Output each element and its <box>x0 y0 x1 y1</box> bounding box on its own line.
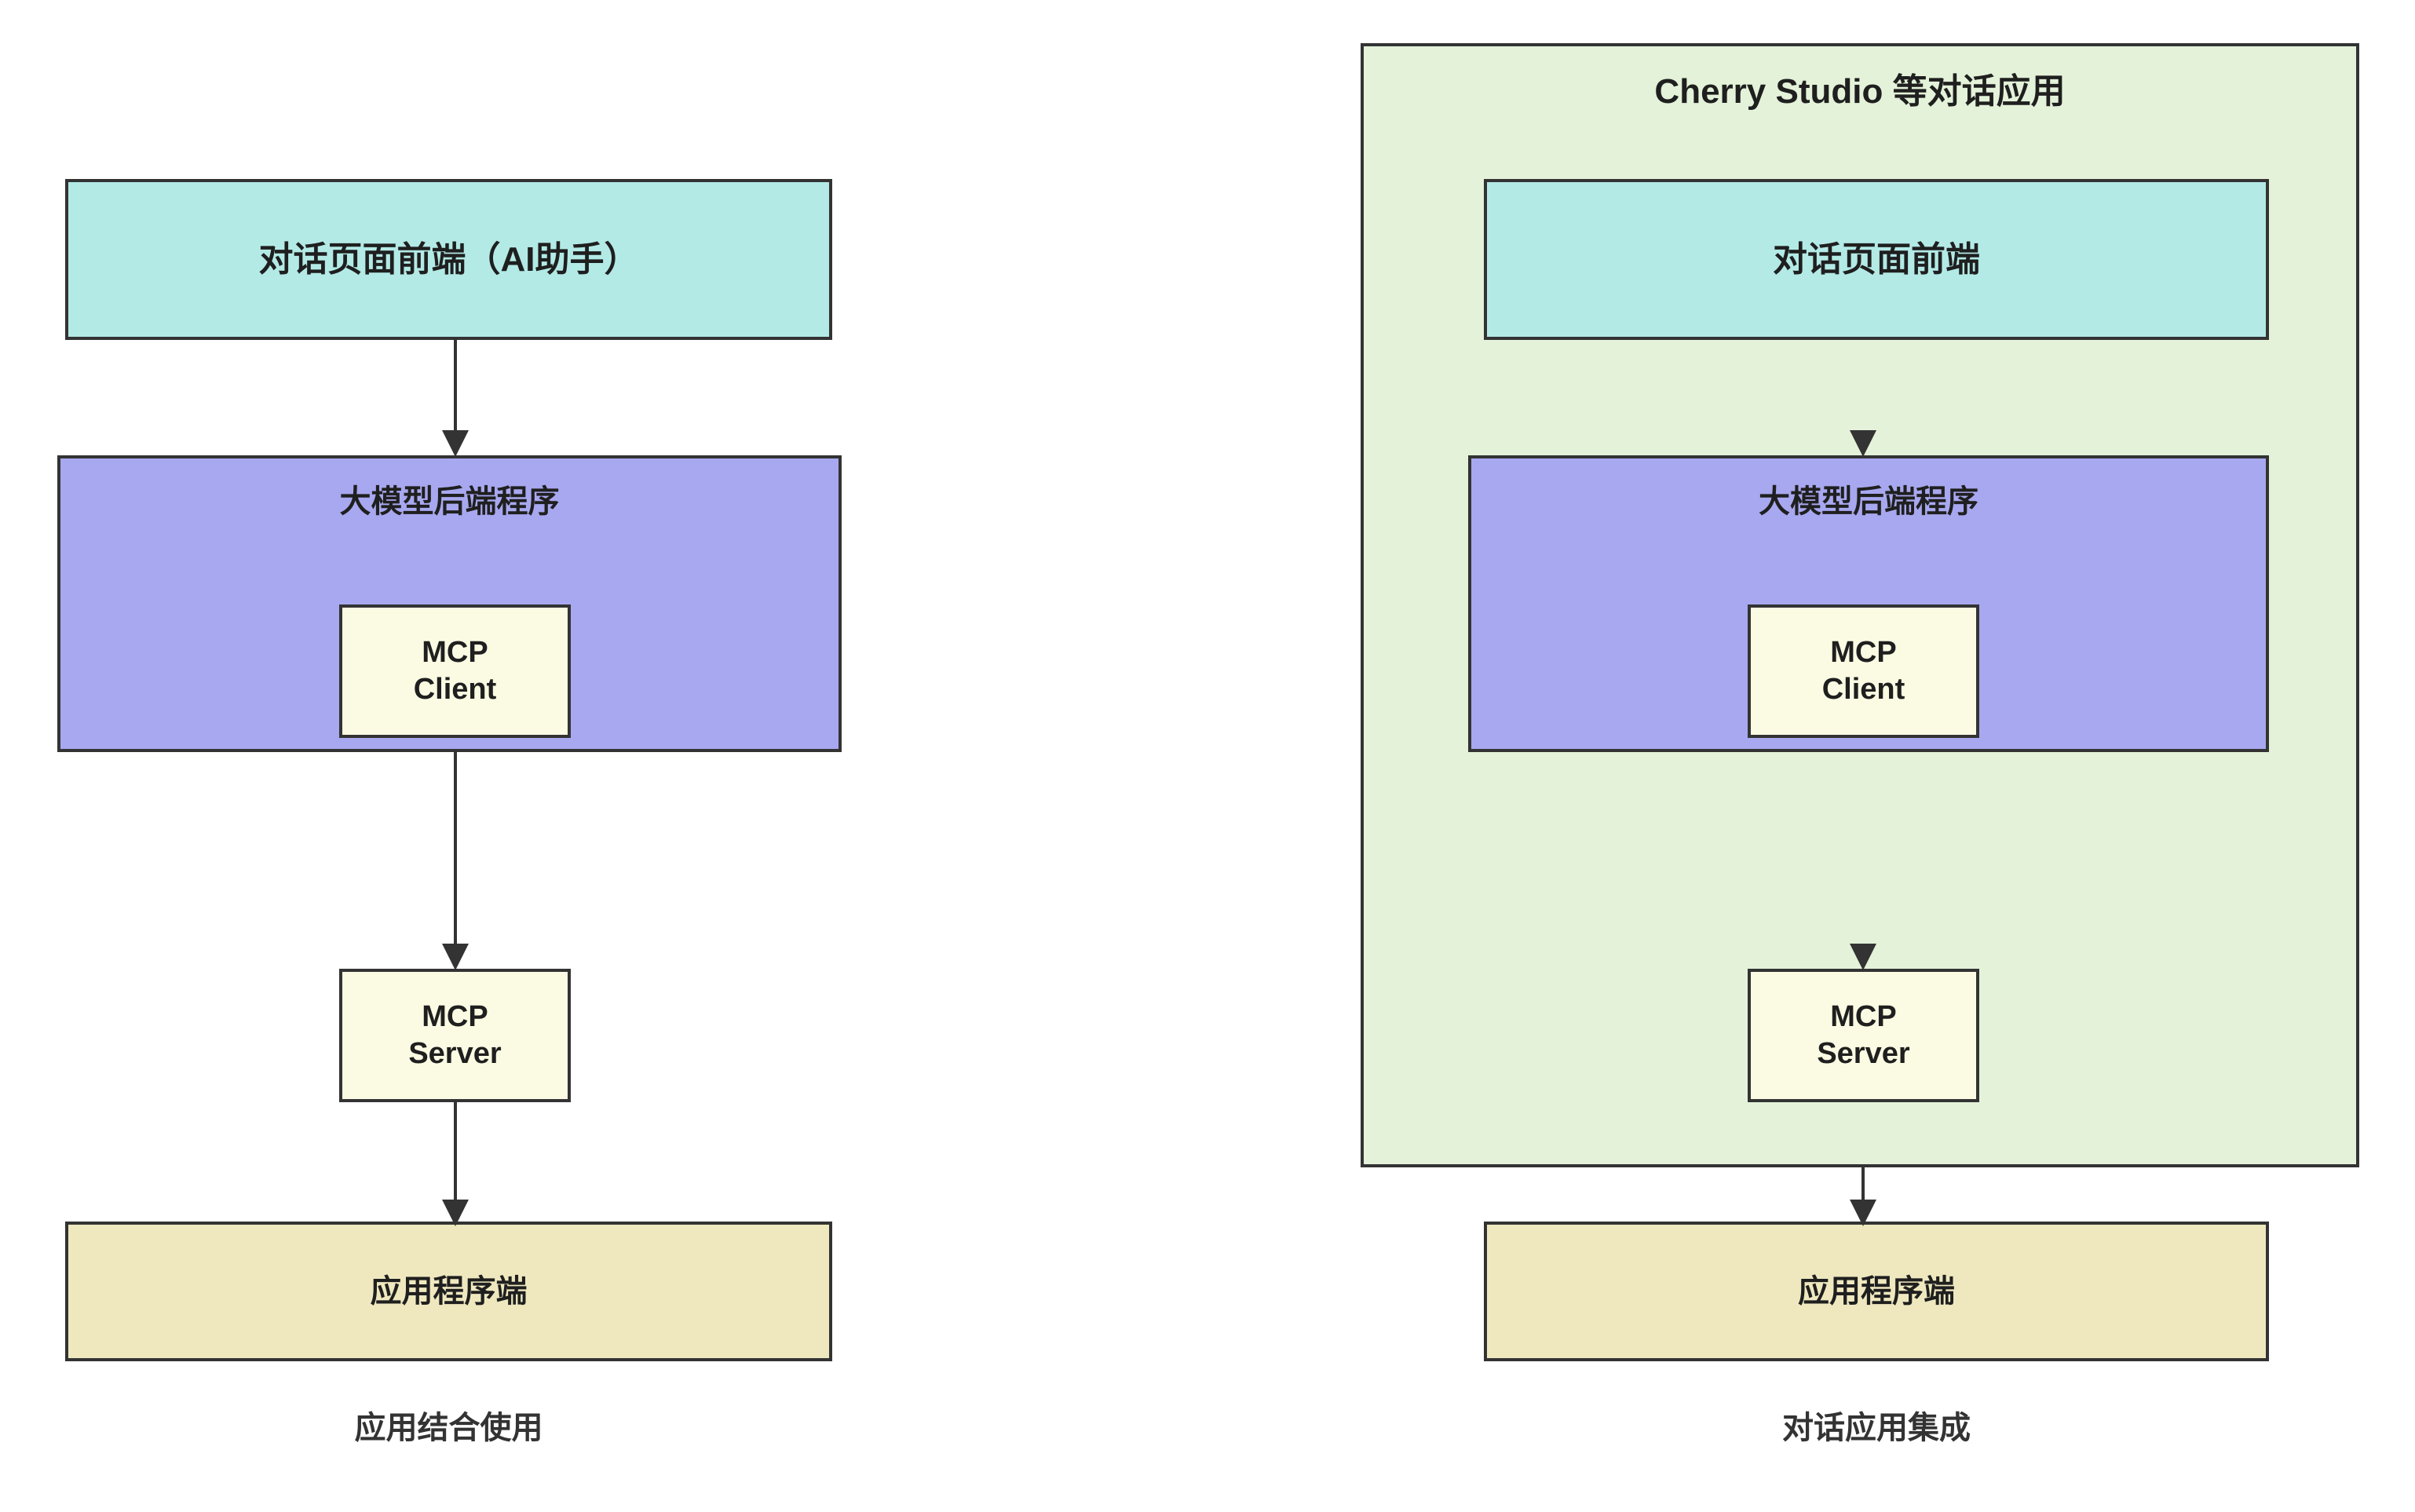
left-mcp-client-box[interactable]: MCP Client <box>339 604 571 738</box>
left-backend-label: 大模型后端程序 <box>339 484 560 519</box>
right-mcp-client-label: MCP Client <box>1814 634 1913 709</box>
connector-left-client-to-server <box>454 738 457 966</box>
arrowhead-right-client-to-server <box>1850 944 1876 970</box>
arrowhead-left-client-to-server <box>442 944 469 970</box>
right-backend-label: 大模型后端程序 <box>1759 484 1978 519</box>
left-application-label: 应用程序端 <box>370 1274 528 1309</box>
right-mcp-server-line2: Server <box>1817 1037 1910 1070</box>
arrowhead-left-server-to-application <box>442 1200 469 1226</box>
right-application-box[interactable]: 应用程序端 <box>1484 1222 2269 1361</box>
right-mcp-client-line2: Client <box>1821 673 1905 706</box>
left-mcp-server-box[interactable]: MCP Server <box>339 969 571 1102</box>
left-mcp-server-line2: Server <box>408 1037 502 1070</box>
left-mcp-client-line1: MCP <box>422 635 488 669</box>
left-mcp-client-label: MCP Client <box>406 634 505 709</box>
chat-app-container-label: Cherry Studio 等对话应用 <box>1654 72 2066 111</box>
arrowhead-right-server-to-application <box>1850 1200 1876 1226</box>
connector-left-server-to-application <box>454 1102 457 1222</box>
connector-left-frontend-to-backend <box>454 338 457 452</box>
right-frontend-box[interactable]: 对话页面前端 <box>1484 179 2269 340</box>
right-frontend-label: 对话页面前端 <box>1773 240 1980 279</box>
right-mcp-server-box[interactable]: MCP Server <box>1748 969 1979 1102</box>
right-application-label: 应用程序端 <box>1798 1274 1955 1309</box>
right-mcp-client-box[interactable]: MCP Client <box>1748 604 1979 738</box>
right-panel-caption: 对话应用集成 <box>1782 1411 1971 1445</box>
left-frontend-box[interactable]: 对话页面前端（AI助手） <box>65 179 832 340</box>
arrowhead-left-frontend-to-backend <box>442 430 469 457</box>
left-frontend-label: 对话页面前端（AI助手） <box>258 240 639 279</box>
left-application-box[interactable]: 应用程序端 <box>65 1222 832 1361</box>
right-mcp-server-label: MCP Server <box>1809 999 1917 1073</box>
right-mcp-server-line1: MCP <box>1830 999 1897 1033</box>
left-panel-caption: 应用结合使用 <box>354 1411 543 1445</box>
left-mcp-server-label: MCP Server <box>400 999 509 1073</box>
left-mcp-server-line1: MCP <box>422 999 488 1033</box>
arrowhead-right-frontend-to-backend <box>1850 430 1876 457</box>
right-mcp-client-line1: MCP <box>1830 635 1897 669</box>
left-mcp-client-line2: Client <box>413 673 497 706</box>
